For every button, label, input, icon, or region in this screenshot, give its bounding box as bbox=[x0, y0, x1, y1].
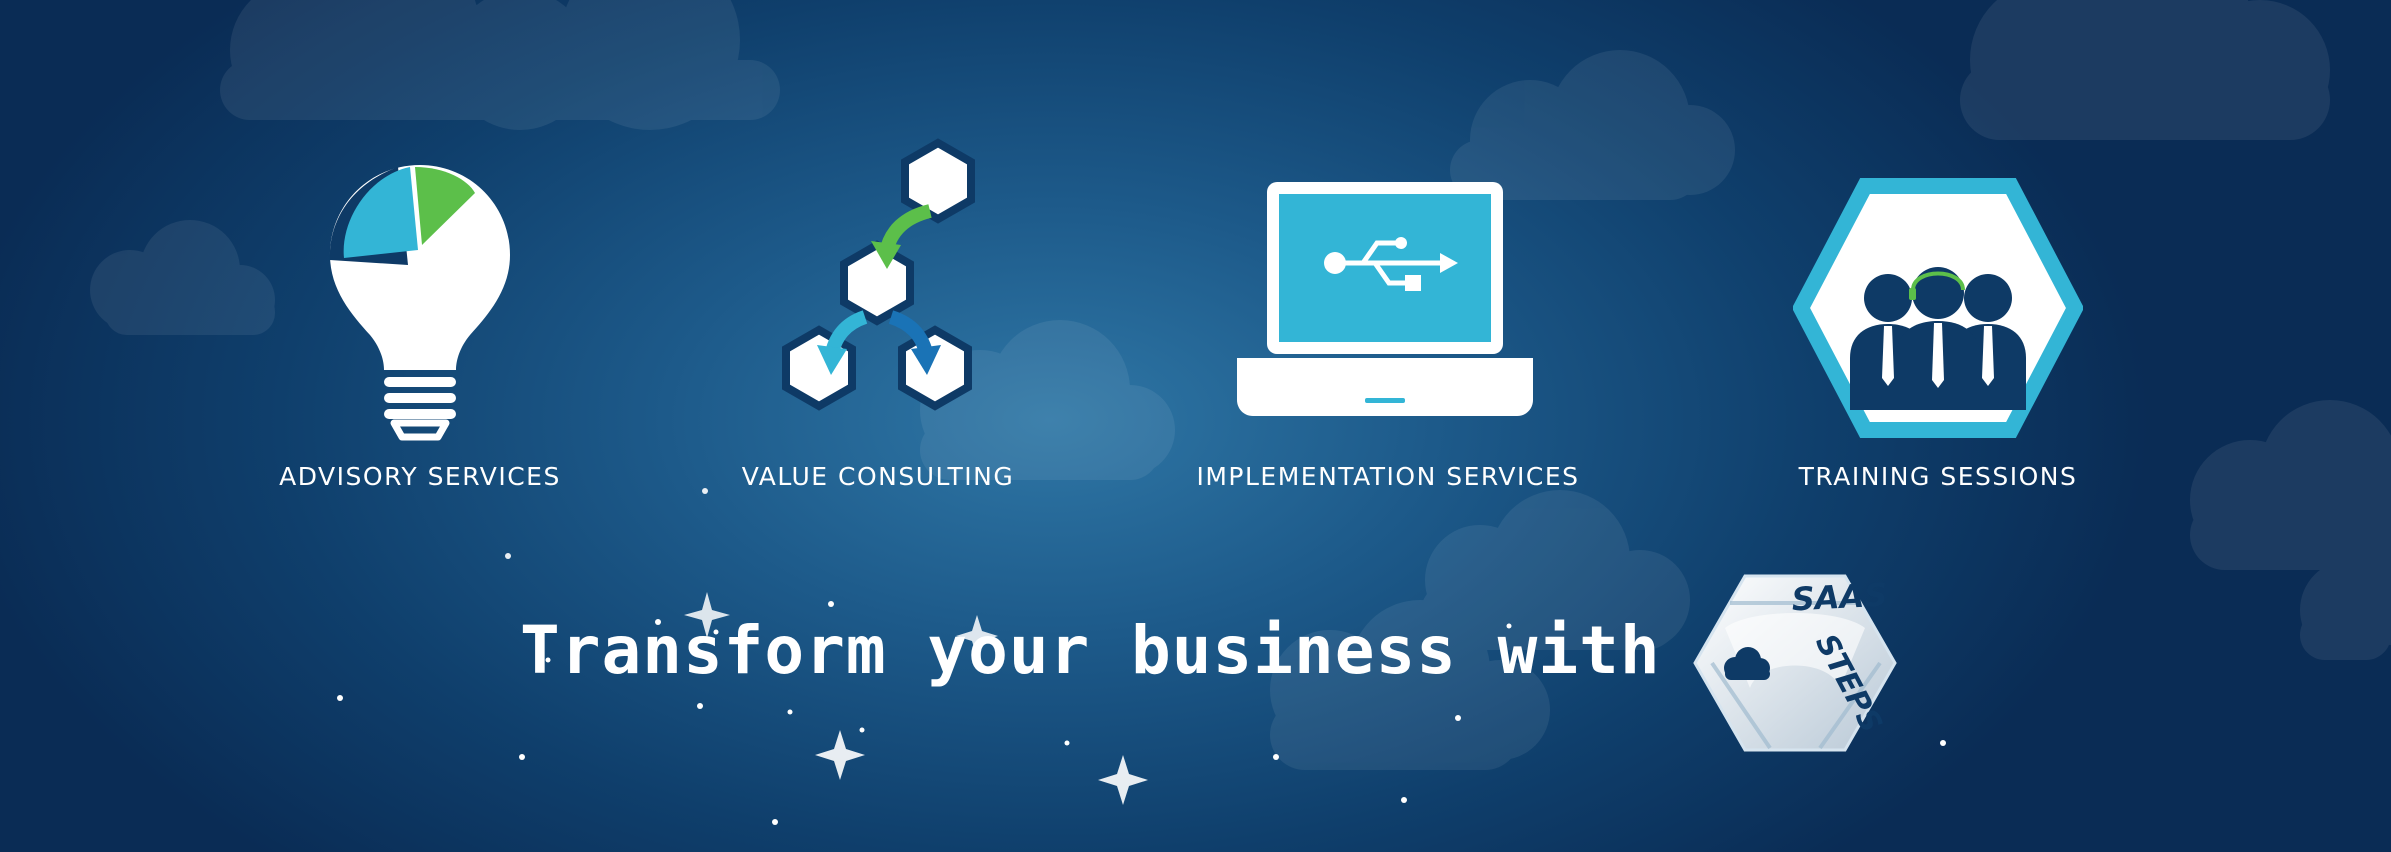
star-icon bbox=[684, 592, 730, 638]
cloud-icon bbox=[1450, 50, 1735, 200]
service-label: TRAINING SESSIONS bbox=[1798, 462, 2078, 491]
team-hexagon-icon bbox=[1793, 178, 2083, 438]
service-label: VALUE CONSULTING bbox=[741, 462, 1015, 491]
cloud-icon bbox=[2190, 400, 2391, 570]
star-icon bbox=[956, 615, 998, 657]
service-label: ADVISORY SERVICES bbox=[279, 462, 561, 491]
cloud-icon bbox=[2300, 535, 2391, 660]
star-icon bbox=[1098, 755, 1148, 805]
tagline: Transform your business with bbox=[520, 612, 1661, 689]
lightbulb-pie-chart-icon bbox=[329, 165, 510, 441]
service-label: IMPLEMENTATION SERVICES bbox=[1196, 462, 1580, 491]
star-icon bbox=[815, 730, 865, 780]
cloud-icon bbox=[220, 0, 780, 130]
laptop-usb-icon bbox=[1237, 182, 1533, 416]
saas-steps-logo: SAAS STEPS bbox=[1693, 574, 1897, 752]
logo-text-saas: SAAS bbox=[1791, 576, 1888, 619]
cloud-icon bbox=[1724, 647, 1770, 680]
clouds bbox=[90, 0, 2391, 770]
stars bbox=[337, 488, 1946, 825]
cloud-icon bbox=[1960, 0, 2330, 140]
cloud-icon bbox=[90, 220, 275, 335]
hexagon-flow-icon bbox=[782, 138, 975, 411]
cloud-icon bbox=[1420, 490, 1690, 650]
